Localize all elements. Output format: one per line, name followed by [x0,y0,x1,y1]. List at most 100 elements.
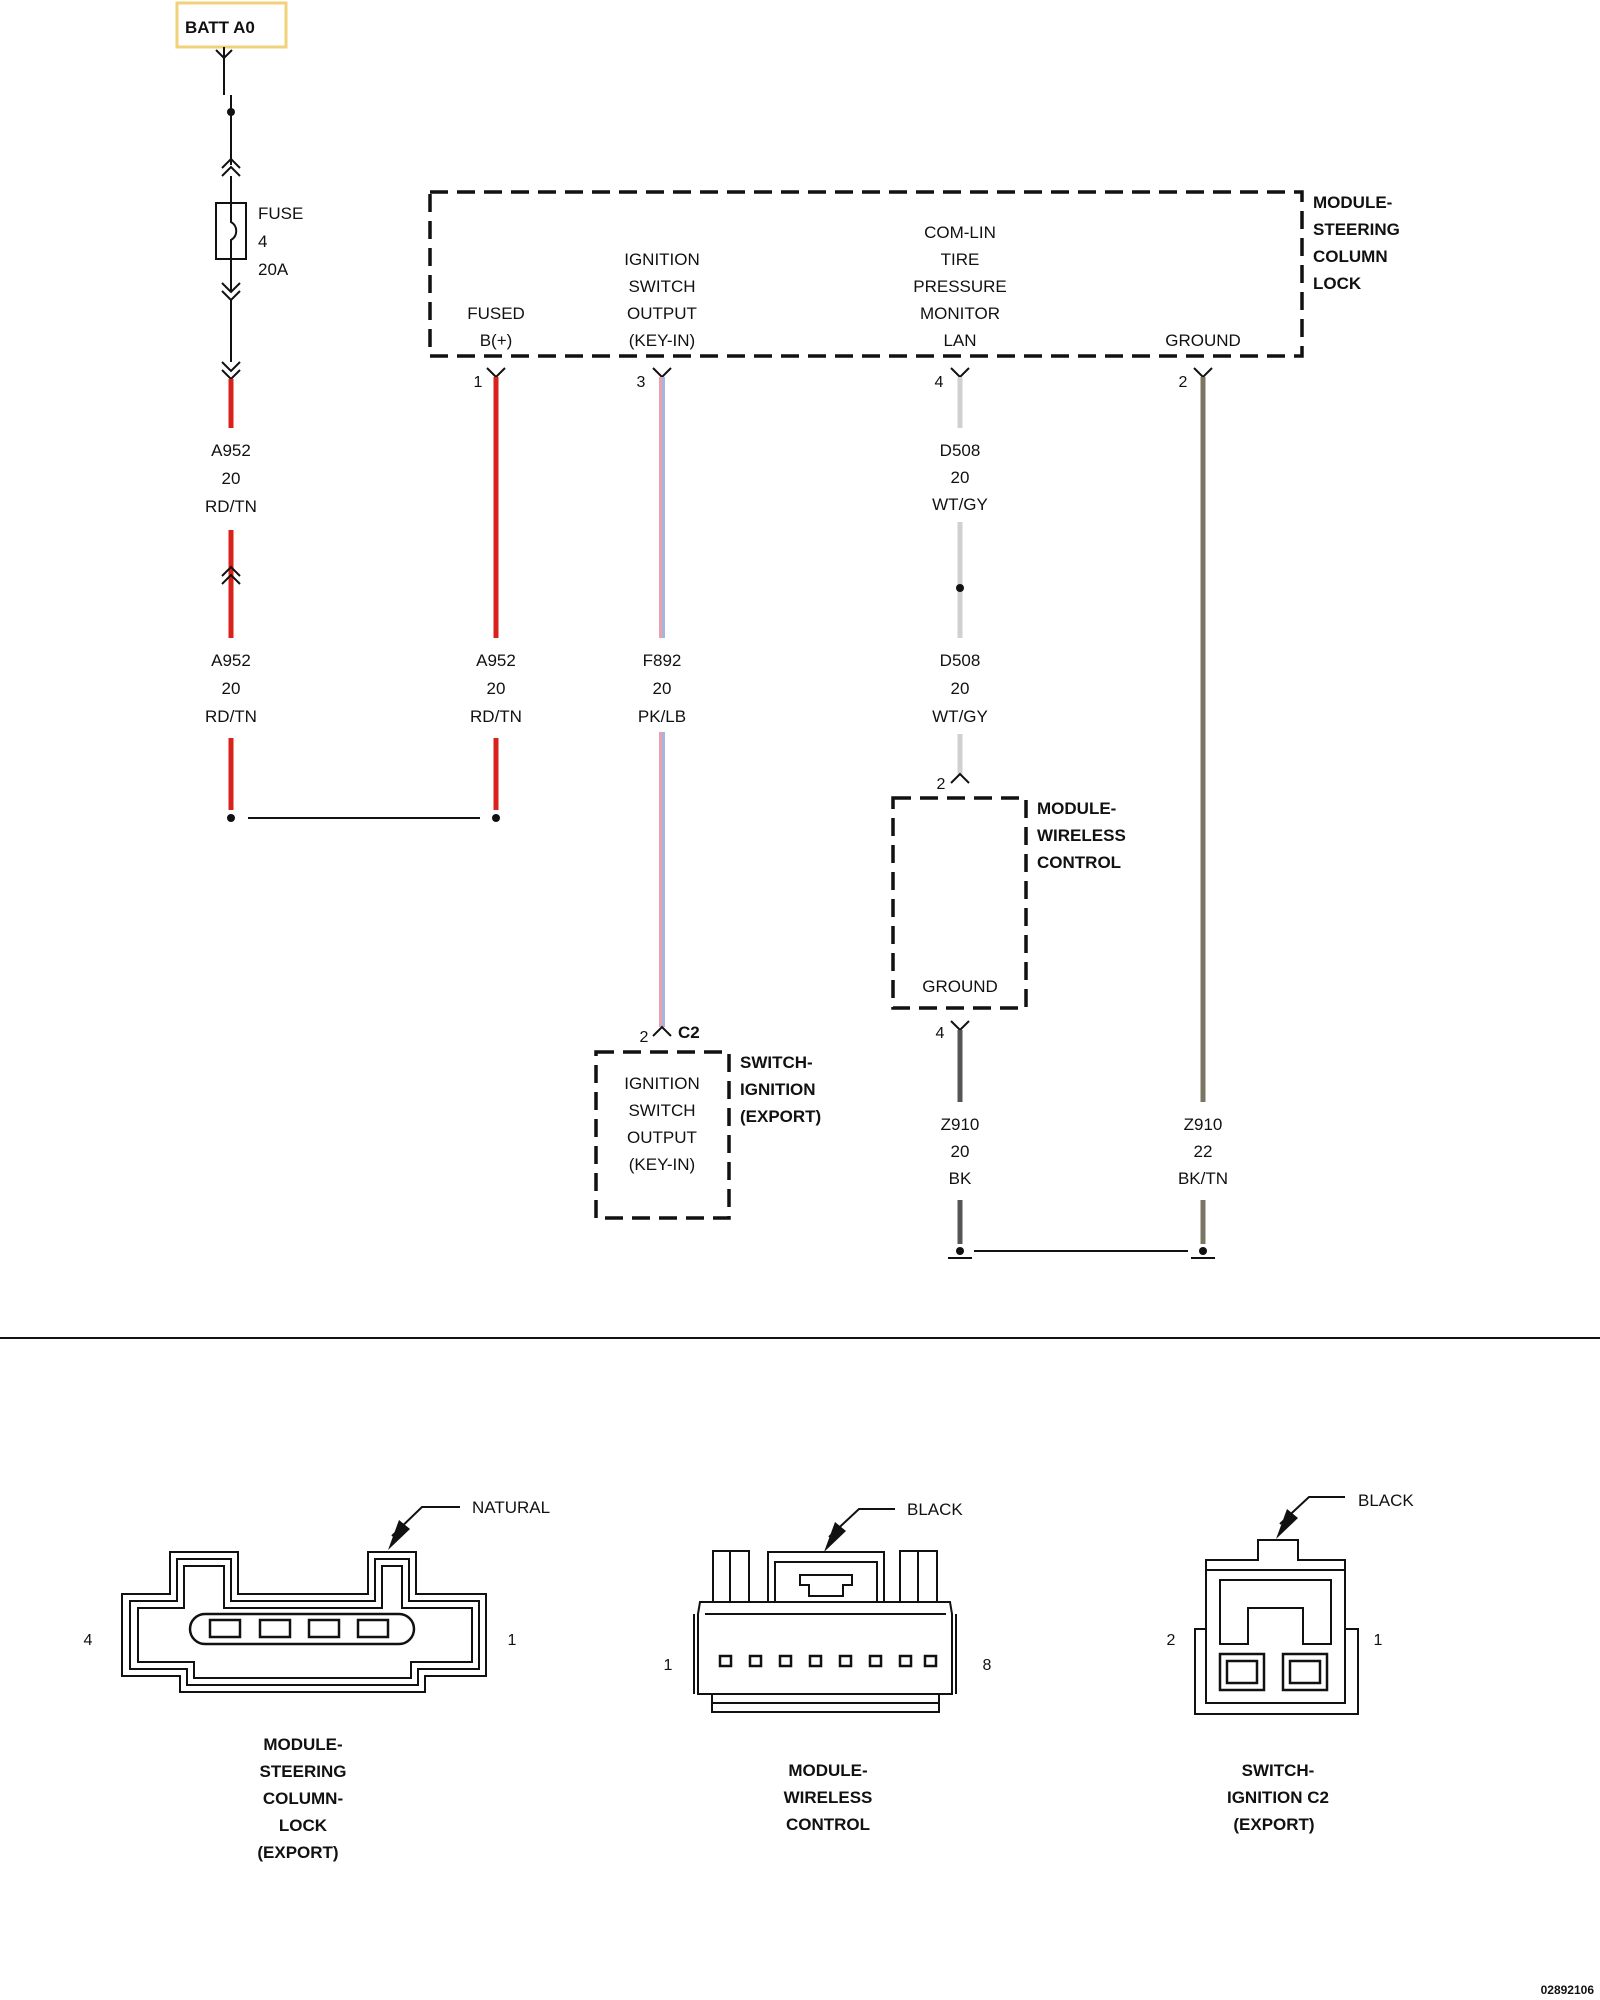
wire-label-a952-color: RD/TN [205,497,257,516]
ign-circuit-label: SWITCH [628,1101,695,1120]
scl-circuit-label: LAN [943,331,976,350]
batt-terminal-icon [215,49,233,60]
wire-label-d508-color: WT/GY [932,707,988,726]
connector-female-icon [221,565,241,585]
wire-label-d508-gauge: 20 [951,468,970,487]
connector-title: IGNITION C2 [1227,1788,1329,1807]
scl-pin-number: 4 [935,374,944,391]
scl-circuit-label: PRESSURE [913,277,1007,296]
leader-arrow-icon [1276,1509,1298,1539]
scl-circuit-label: GROUND [1165,331,1241,350]
connector-color-label: NATURAL [472,1498,550,1517]
wire-label-z910-color: BK/TN [1178,1169,1228,1188]
connector-latch [917,1550,938,1602]
connector-pin-right: 8 [983,1657,992,1674]
leader-arrow-icon [388,1520,410,1550]
connector-cavity [258,1618,292,1639]
wire-label-a952-id: A952 [211,651,251,670]
connector-cavity [898,1654,913,1668]
scl-circuit-label: OUTPUT [627,304,697,323]
pin-terminal-icon [652,367,672,379]
connector-cavity [1288,1659,1322,1685]
scl-pin-number: 1 [474,374,483,391]
wcm-ground-label: GROUND [922,977,998,996]
connector-latch [712,1550,731,1602]
connector-title: CONTROL [786,1815,870,1834]
scl-circuit-label: IGNITION [624,250,700,269]
module-steering-column-lock-box [428,190,1304,358]
connector-cavity [808,1654,823,1668]
connector-body-base [711,1694,940,1713]
connector-pin-left: 2 [1167,1632,1176,1649]
module-wcm-name: WIRELESS [1037,826,1126,845]
fuse-number: 4 [258,232,267,251]
scl-circuit-label: COM-LIN [924,223,996,242]
wire-label-f892-color: PK/LB [638,707,686,726]
wire-label-z910-color: BK [949,1169,972,1188]
wire-label-a952-id: A952 [211,441,251,460]
fuse-label: FUSE [258,204,303,223]
scl-circuit-label: MONITOR [920,304,1000,323]
connector-pin-right: 1 [1374,1632,1383,1649]
scl-circuit-label: B(+) [480,331,513,350]
connector-body [697,1601,953,1695]
connector-view-wcm [693,1508,957,1713]
connector-cavity [923,1654,938,1668]
splice-dot [956,584,964,592]
fuse-element [230,203,238,259]
batt-a0-box [175,1,288,49]
connector-latch [899,1550,919,1602]
connector-outline [121,1551,487,1693]
wcm-pin-number: 4 [936,1025,945,1042]
connector-latch [774,1561,878,1602]
ign-circuit-label: OUTPUT [627,1128,697,1147]
connector-title: MODULE- [263,1735,342,1754]
connector-cavity [307,1618,341,1639]
connector-cavity [1218,1652,1266,1692]
connector-pin-left: 1 [664,1657,673,1674]
connector-body [1205,1569,1346,1704]
wire-label-a952-gauge: 20 [487,679,506,698]
wcm-pin-number: 2 [937,776,946,793]
wire-label-z910-id: Z910 [1184,1115,1223,1134]
connector-cavity-row [188,1612,416,1646]
connector-female-icon [221,157,241,177]
ground-splice-dot [956,1247,964,1255]
splice-dot [227,814,235,822]
connector-key [1219,1579,1332,1645]
ground-splice-dot [1199,1247,1207,1255]
connector-view-scl [121,1506,487,1693]
wire-label-z910-id: Z910 [941,1115,980,1134]
connector-title: STEERING [260,1762,347,1781]
wire-label-z910-gauge: 22 [1194,1142,1213,1161]
module-scl-name: MODULE- [1313,193,1392,212]
connector-cavity [838,1654,853,1668]
wire-label-d508-gauge: 20 [951,679,970,698]
connector-view-ign [1194,1496,1359,1715]
connector-outline [129,1558,480,1686]
module-wireless-control-box [891,796,1028,1010]
connector-color-label: BLACK [907,1500,963,1519]
wire-label-a952-gauge: 20 [222,469,241,488]
connector-title: (EXPORT) [257,1843,338,1862]
wire-label-a952-color: RD/TN [470,707,522,726]
ign-circuit-label: (KEY-IN) [629,1155,695,1174]
wire-label-a952-id: A952 [476,651,516,670]
module-scl-name: COLUMN [1313,247,1388,266]
connector-title: LOCK [279,1816,328,1835]
pin-terminal-icon [950,772,970,784]
connector-latch [767,1551,885,1602]
pin-terminal-icon [950,367,970,379]
connector-title: MODULE- [788,1761,867,1780]
connector-title: WIRELESS [784,1788,873,1807]
batt-a0-label: BATT A0 [185,18,255,37]
leader-arrow-icon [824,1522,846,1552]
connector-pin-right: 1 [508,1632,517,1649]
connector-outline [137,1565,473,1679]
wire-label-d508-id: D508 [940,441,981,460]
wire-label-d508-id: D508 [940,651,981,670]
ign-name: (EXPORT) [740,1107,821,1126]
connector-cavity [208,1618,242,1639]
connector-body-edge [693,1613,957,1694]
